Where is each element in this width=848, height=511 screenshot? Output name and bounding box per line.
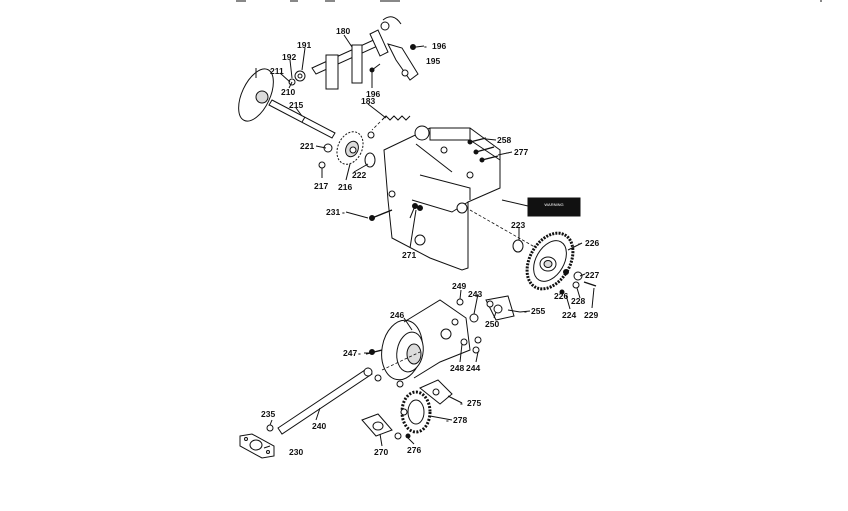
part-label-221: 221 xyxy=(300,141,314,151)
part-label-210: 210 xyxy=(281,87,295,97)
part-label-249: 249 xyxy=(452,281,466,291)
svg-text:-: - xyxy=(578,238,581,248)
part-label-195: 195 xyxy=(426,56,440,66)
part-label-211: 211 xyxy=(270,66,284,76)
part-label-278: 278 xyxy=(453,415,467,425)
lower-assembly xyxy=(239,295,521,459)
crank-lever xyxy=(387,43,419,81)
part-label-277: 277 xyxy=(514,147,528,157)
part-label-276: 276 xyxy=(407,445,421,455)
svg-text:-: - xyxy=(446,415,449,425)
part-label-247: 247 xyxy=(343,348,357,358)
part-number-labels: 180 191 192 211 210 196 - 195 196 215 18… xyxy=(261,26,599,457)
part-label-271: 271 xyxy=(402,250,416,260)
part-label-215: 215 xyxy=(289,100,303,110)
part-label-229: 229 xyxy=(584,310,598,320)
part-label-255: 255 xyxy=(531,306,545,316)
part-label-243: 243 xyxy=(468,289,482,299)
gearbox-frame xyxy=(383,127,501,271)
part-label-227: 227 xyxy=(585,270,599,280)
part-label-180: 180 xyxy=(336,26,350,36)
part-label-196: 196 xyxy=(366,89,380,99)
part-label-228: 228 xyxy=(571,296,585,306)
part-label-224: 224 xyxy=(562,310,576,320)
part-label-226-small: 226 xyxy=(554,291,568,301)
svg-text:-: - xyxy=(342,207,345,217)
part-label-192: 192 xyxy=(282,52,296,62)
part-label-235: 235 xyxy=(261,409,275,419)
part-label-226: 226 xyxy=(585,238,599,248)
part-label-231: 231 xyxy=(326,207,340,217)
part-label-240: 240 xyxy=(312,421,326,431)
part-label-275: 275 xyxy=(467,398,481,408)
svg-text:-: - xyxy=(424,41,427,51)
svg-text:-: - xyxy=(524,306,527,316)
part-label-250: 250 xyxy=(485,319,499,329)
part-label-222: 222 xyxy=(352,170,366,180)
leader-lines xyxy=(263,34,595,449)
part-label-248: 248 xyxy=(450,363,464,373)
part-label-270: 270 xyxy=(374,447,388,457)
svg-text:-: - xyxy=(460,398,463,408)
svg-text:-: - xyxy=(506,147,509,157)
part-label-191: 191 xyxy=(297,40,311,50)
part-label-183: 183 xyxy=(361,96,375,106)
upper-assembly: WARNING xyxy=(238,16,597,295)
part-label-216: 216 xyxy=(338,182,352,192)
part-label-196-top: 196 xyxy=(432,41,446,51)
warning-decal xyxy=(527,197,581,217)
axle-shaft xyxy=(268,99,336,139)
part-label-258: 258 xyxy=(497,135,511,145)
part-label-230: 230 xyxy=(289,447,303,457)
tension-spring xyxy=(381,115,411,121)
part-label-246: 246 xyxy=(390,310,404,320)
part-label-217: 217 xyxy=(314,181,328,191)
svg-text:-: - xyxy=(358,348,361,358)
part-label-223: 223 xyxy=(511,220,525,230)
warning-decal-text: WARNING xyxy=(544,202,563,207)
part-label-244: 244 xyxy=(466,363,480,373)
